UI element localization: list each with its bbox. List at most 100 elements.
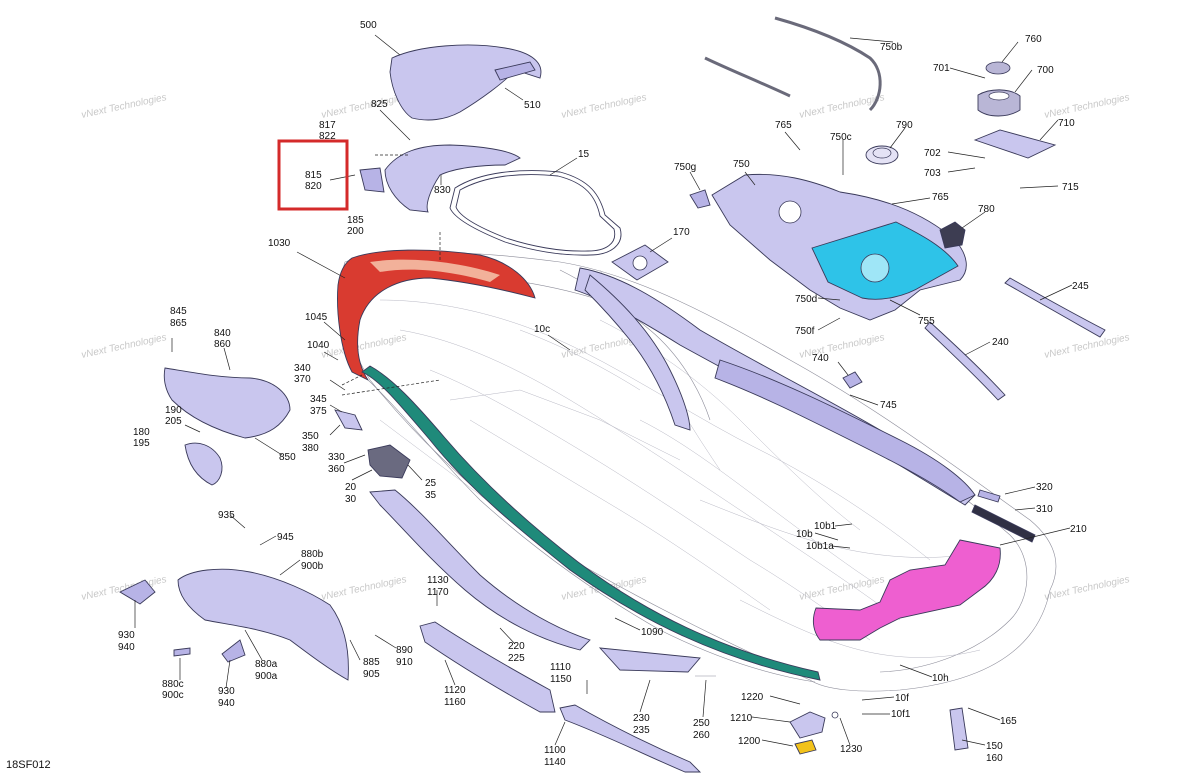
- callout: 380: [302, 443, 319, 454]
- callout: 765: [775, 120, 792, 131]
- callout: 1210: [730, 713, 753, 724]
- callout: 190: [165, 405, 182, 416]
- callout: 1170: [427, 587, 449, 598]
- callout: 170: [673, 227, 690, 238]
- callout: 35: [425, 490, 437, 501]
- watermark: vNext Technologies: [798, 574, 885, 603]
- callout: 260: [693, 730, 710, 741]
- part-700: [977, 89, 1021, 117]
- callout: 10b1a: [806, 541, 834, 552]
- callout: 310: [1036, 504, 1053, 515]
- leader-lines: [134, 34, 1073, 747]
- callout: 740: [812, 353, 829, 364]
- callout: 350: [302, 431, 319, 442]
- callout: 1120: [444, 685, 466, 696]
- callout: 765: [932, 192, 949, 203]
- part-790: [865, 145, 899, 165]
- part-180: [184, 442, 223, 486]
- callout: 250: [693, 718, 710, 729]
- callout: 1220: [741, 692, 764, 703]
- callout: 900c: [162, 690, 184, 701]
- part-320: [977, 489, 1001, 503]
- part-815: [359, 167, 385, 193]
- callout: 880c: [162, 679, 184, 690]
- part-880: [177, 568, 349, 681]
- callout: 245: [1072, 281, 1089, 292]
- callout: 905: [363, 669, 380, 680]
- callout: 370: [294, 374, 311, 385]
- callout: 820: [305, 181, 322, 192]
- callout: 10f: [895, 693, 909, 704]
- part-230: [598, 647, 701, 673]
- callout: 830: [434, 185, 451, 196]
- part-1230: [831, 711, 839, 719]
- callout: 195: [133, 438, 150, 449]
- part-245: [1004, 277, 1106, 338]
- callout: 200: [347, 226, 364, 237]
- part-750b: [774, 16, 882, 112]
- callout: 510: [524, 100, 541, 111]
- watermark: vNext Technologies: [1043, 332, 1130, 361]
- part-350: [334, 409, 363, 431]
- callout: 750d: [795, 294, 817, 305]
- rear-mat-pink: [812, 539, 1001, 641]
- callout: 935: [218, 510, 235, 521]
- callout: 750c: [830, 132, 852, 143]
- callout: 10c: [534, 324, 550, 335]
- watermark: vNext Technologies: [560, 92, 647, 121]
- diagram-code: 18SF012: [6, 759, 51, 771]
- callout: 210: [1070, 524, 1087, 535]
- front-bumper-red: [337, 249, 536, 382]
- watermark: vNext Technologies: [80, 574, 167, 603]
- callout: 1030: [268, 238, 291, 249]
- console-rail: [574, 267, 976, 506]
- callout: 817: [319, 120, 336, 131]
- callout: 703: [924, 168, 941, 179]
- callout: 715: [1062, 182, 1079, 193]
- callout: 10h: [932, 673, 949, 684]
- callout: 701: [933, 63, 950, 74]
- callout: 940: [218, 698, 235, 709]
- part-710: [973, 129, 1057, 159]
- callout: 15: [578, 149, 590, 160]
- callout: 330: [328, 452, 345, 463]
- part-880c: [173, 647, 191, 657]
- callout: 1230: [840, 744, 863, 755]
- callout: 825: [371, 99, 388, 110]
- part-1210: [789, 711, 826, 739]
- callout: 160: [986, 753, 1003, 764]
- callout: 150: [986, 741, 1003, 752]
- callout: 345: [310, 394, 327, 405]
- callout: 815: [305, 170, 322, 181]
- callout: 890: [396, 645, 413, 656]
- part-220: [369, 489, 591, 651]
- watermark: vNext Technologies: [320, 574, 407, 603]
- watermark: vNext Technologies: [1043, 92, 1130, 121]
- callout: 185: [347, 215, 364, 226]
- callout: 1045: [305, 312, 328, 323]
- callout: 1160: [444, 697, 466, 708]
- part-930: [119, 579, 156, 605]
- callout: 1040: [307, 340, 330, 351]
- callout: 930: [218, 686, 235, 697]
- part-817: [384, 144, 521, 213]
- watermark: vNext Technologies: [320, 92, 407, 121]
- part-510: [494, 61, 536, 81]
- callouts: 500 510 825 817 822 815 820 830 185 200 …: [118, 20, 1089, 768]
- part-15: [449, 170, 622, 256]
- callout: 840: [214, 328, 231, 339]
- callout: 900a: [255, 671, 278, 682]
- callout: 880b: [301, 549, 324, 560]
- callout: 225: [508, 653, 525, 664]
- part-750b-2: [704, 56, 791, 98]
- part-760: [985, 61, 1011, 75]
- callout: 700: [1037, 65, 1054, 76]
- callout: 755: [918, 316, 935, 327]
- callout: 1200: [738, 736, 761, 747]
- callout: 702: [924, 148, 941, 159]
- callout: 235: [633, 725, 650, 736]
- callout: 10f1: [891, 709, 911, 720]
- callout: 20: [345, 482, 357, 493]
- callout: 1100: [544, 745, 566, 756]
- part-1100: [559, 704, 702, 773]
